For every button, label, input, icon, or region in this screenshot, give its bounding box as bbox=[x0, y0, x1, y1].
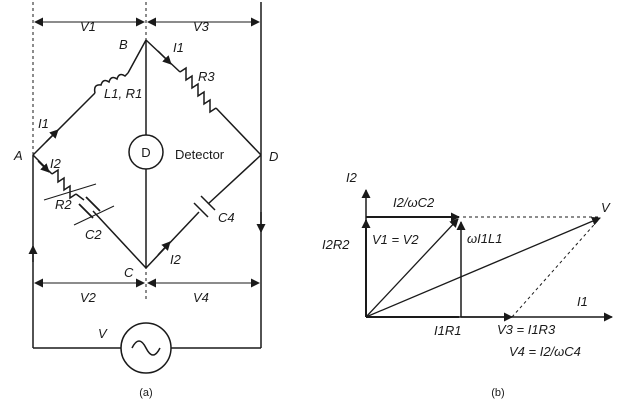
v1-phasor bbox=[365, 218, 459, 318]
v1-label: V1 bbox=[80, 19, 96, 34]
v4-label: V4 bbox=[193, 290, 209, 305]
v-phasor bbox=[365, 216, 601, 318]
phasor-guides bbox=[463, 216, 601, 318]
phasor-labels: I2 I1 I2/ωC2 V V1 = V2 ωI1L1 I2R2 I1R1 V… bbox=[322, 170, 611, 399]
node-b-label: B bbox=[119, 37, 128, 52]
i2-wc2-label: I2/ωC2 bbox=[393, 195, 435, 210]
r3-label: R3 bbox=[198, 69, 215, 84]
i1-right-arrow bbox=[157, 50, 172, 65]
caption-b: (b) bbox=[491, 387, 504, 399]
i1-left-arrow bbox=[45, 129, 59, 143]
caption-a: (a) bbox=[139, 387, 152, 399]
ac-source-wave bbox=[131, 340, 161, 356]
i2-right-arrow bbox=[157, 241, 171, 256]
v2-label: V2 bbox=[80, 290, 97, 305]
wi1l1-label: ωI1L1 bbox=[467, 231, 502, 246]
i2r2-label: I2R2 bbox=[322, 237, 350, 252]
i2-left-label: I2 bbox=[50, 156, 62, 171]
bridge-labels: A B C D V1 V3 V2 V4 V I1 I1 I2 I2 L1, R1… bbox=[13, 19, 278, 399]
v3-eq-label: V3 = I1R3 bbox=[497, 322, 556, 337]
v1-eq-v2-label: V1 = V2 bbox=[372, 232, 419, 247]
v4-eq-label: V4 = I2/ωC4 bbox=[509, 344, 581, 359]
i2-axis-label: I2 bbox=[346, 170, 358, 185]
detector-symbol: D bbox=[141, 145, 150, 160]
i2-right-label: I2 bbox=[170, 252, 182, 267]
i2-left-arrow bbox=[37, 160, 50, 173]
arm-cd-capacitor bbox=[145, 154, 262, 269]
node-a-label: A bbox=[13, 148, 23, 163]
bridge-circuit bbox=[28, 2, 266, 374]
c2-label: C2 bbox=[85, 227, 102, 242]
arm-ac-r2-c2 bbox=[32, 154, 147, 269]
l1r1-label: L1, R1 bbox=[104, 86, 142, 101]
node-c-label: C bbox=[124, 265, 134, 280]
phasor-diagram bbox=[361, 189, 613, 322]
v-label: V bbox=[601, 200, 611, 215]
i1-axis-label: I1 bbox=[577, 294, 588, 309]
reference-lines bbox=[32, 2, 262, 348]
i1-left-label: I1 bbox=[38, 116, 49, 131]
source-label: V bbox=[98, 326, 108, 341]
detector-label: Detector bbox=[175, 147, 225, 162]
detector-branch bbox=[128, 40, 164, 268]
node-d-label: D bbox=[269, 149, 278, 164]
v3-label: V3 bbox=[193, 19, 210, 34]
r2-label: R2 bbox=[55, 197, 72, 212]
i1-right-label: I1 bbox=[173, 40, 184, 55]
c4-label: C4 bbox=[218, 210, 235, 225]
i1r1-label: I1R1 bbox=[434, 323, 461, 338]
arm-ab-inductor bbox=[32, 39, 147, 156]
